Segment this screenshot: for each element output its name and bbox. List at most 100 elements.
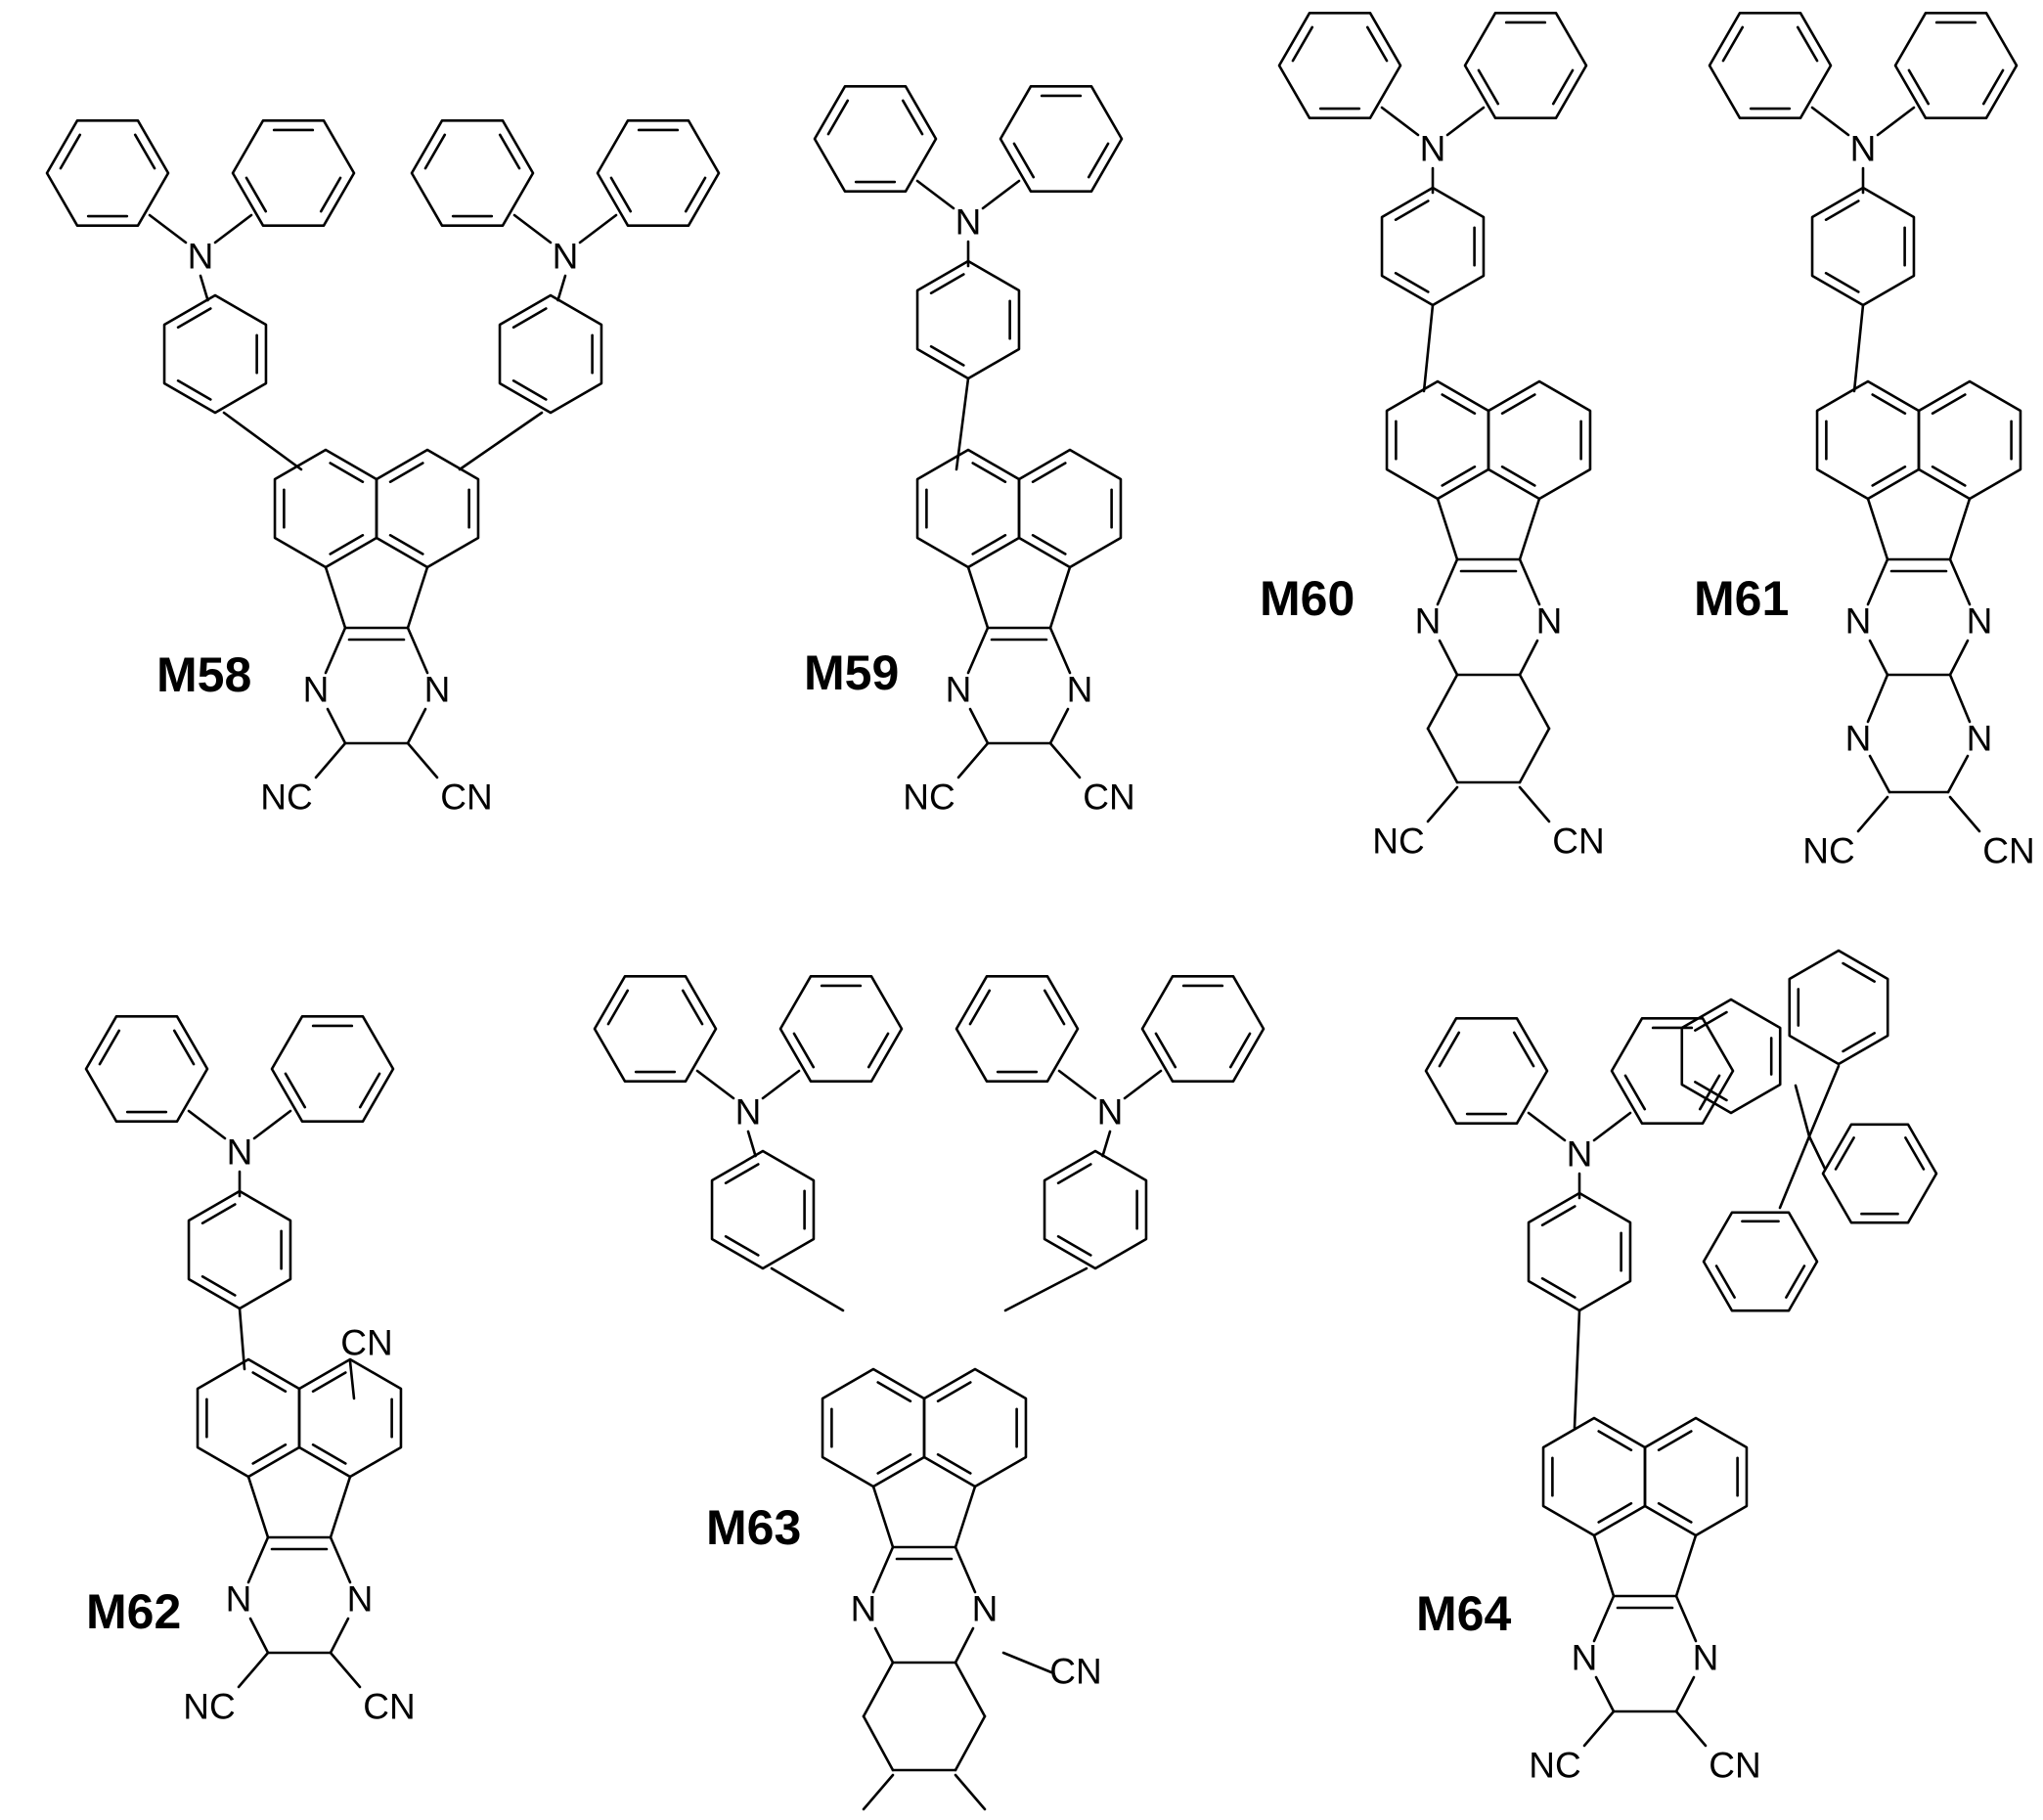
double-bond-inner <box>968 989 992 1026</box>
bond <box>873 1626 895 1665</box>
double-bond-inner <box>358 1072 381 1109</box>
double-bond-inner <box>1824 200 1860 221</box>
double-bond-inner <box>1597 1502 1633 1524</box>
ring-outline <box>1385 379 1490 501</box>
phenyl-ring-left <box>1708 12 1833 119</box>
nitrogen-atom-label: N <box>424 670 451 710</box>
bond-to-nitrile <box>1518 785 1551 823</box>
double-bond-inner <box>498 133 521 170</box>
bond <box>1101 1130 1112 1158</box>
double-bond-inner <box>1721 25 1745 63</box>
double-bond-inner <box>1714 1265 1736 1299</box>
bond <box>1948 557 1972 606</box>
naphthalene-ring-right <box>922 1367 1028 1488</box>
double-bond-inner <box>251 1443 288 1465</box>
bond <box>199 274 209 302</box>
double-bond-inner <box>1056 1235 1092 1257</box>
phenyl-ring-right <box>1140 975 1266 1083</box>
double-bond-inner <box>1698 1074 1721 1111</box>
ring-outline <box>1043 1149 1148 1270</box>
spiro-bond <box>1778 1134 1811 1210</box>
bond <box>1592 1533 1616 1598</box>
bond-to-core <box>1003 1266 1088 1312</box>
double-bond-inner <box>319 176 342 213</box>
double-bond-inner <box>1512 1031 1535 1068</box>
nitrile-label-right: CN <box>1709 1746 1760 1786</box>
nitrogen-atom-label: N <box>1420 129 1446 169</box>
nitrogen-atom-label: N <box>1415 601 1442 642</box>
double-bond-inner <box>1904 1136 1926 1171</box>
phenylene-ring <box>915 259 1021 380</box>
double-bond-inner <box>1438 1031 1461 1068</box>
compound-label: M59 <box>804 645 899 700</box>
double-bond-inner <box>311 1443 347 1465</box>
nitrogen-atom-label: N <box>227 1132 253 1173</box>
nitrile-label-left: NC <box>903 777 955 818</box>
phenyl-ring-left <box>1424 1017 1549 1125</box>
nitrogen-atom-label: N <box>1967 719 1993 759</box>
bond <box>1438 639 1459 677</box>
phenyl-ring-left <box>45 119 170 227</box>
double-bond-inner <box>1540 1205 1577 1226</box>
ring-outline <box>1541 1416 1647 1537</box>
bond-to-core <box>1852 303 1865 393</box>
nitrogen-atom-label: N <box>226 1579 252 1620</box>
naphthalene-ring-left <box>1385 379 1490 501</box>
bond <box>966 626 990 675</box>
nitrogen-atom-label: N <box>553 237 579 277</box>
double-bond-inner <box>929 273 965 294</box>
phenyl-ring-right <box>778 975 904 1083</box>
ring-outline <box>297 1357 403 1479</box>
ring-outline <box>596 119 721 227</box>
naphthalene-ring-right <box>297 1357 403 1479</box>
ring-outline <box>1610 1017 1735 1125</box>
bond-to-core <box>770 1266 845 1312</box>
double-bond-inner <box>200 1203 237 1224</box>
ring-outline <box>1017 448 1123 569</box>
bond <box>761 1069 801 1100</box>
spirobifluorene-group <box>1680 949 1938 1312</box>
bond <box>1518 727 1551 784</box>
phenyl-ring-right <box>1610 1017 1735 1125</box>
naphthalene-ring-left <box>196 1357 301 1479</box>
bond <box>1876 106 1916 137</box>
phenylene-ring <box>710 1149 816 1270</box>
double-bond-inner <box>1931 393 1967 415</box>
ring-outline <box>1277 12 1402 119</box>
bond <box>1527 1111 1567 1142</box>
phenylene-ring <box>1810 186 1916 307</box>
double-bond-inner <box>1500 466 1536 487</box>
double-bond-inner <box>1087 142 1110 179</box>
ring-outline <box>915 448 1021 569</box>
nitrogen-atom-label: N <box>347 1579 374 1620</box>
fluorene-ring-b <box>1788 949 1889 1066</box>
naphthalene-ring-right <box>1487 379 1592 501</box>
double-bond-inner <box>1657 1430 1693 1451</box>
double-bond-inner <box>724 1235 760 1257</box>
bond <box>746 1130 757 1158</box>
molecule-m63: NNNNNCCNCNM63 <box>593 975 1266 1820</box>
ring-outline <box>1917 379 2022 501</box>
double-bond-inner <box>172 1029 196 1066</box>
nitrogen-atom-label: N <box>1567 1134 1593 1175</box>
compound-label: M62 <box>86 1584 181 1639</box>
bond-to-core <box>222 411 303 471</box>
ring-outline <box>1424 1017 1549 1125</box>
bond <box>1048 707 1070 745</box>
nitrile-label-left: NC <box>260 777 312 818</box>
double-bond-inner <box>1834 1136 1855 1171</box>
phenyl-ring-right <box>270 1015 395 1123</box>
bond <box>1518 497 1541 561</box>
ring-outline <box>915 259 1021 380</box>
bond <box>915 179 955 210</box>
double-bond-inner <box>1365 25 1389 63</box>
spiro-bond <box>1794 1084 1811 1138</box>
nitrogen-atom-label: N <box>1572 1638 1598 1678</box>
bond-to-nitrile <box>1674 1709 1708 1748</box>
